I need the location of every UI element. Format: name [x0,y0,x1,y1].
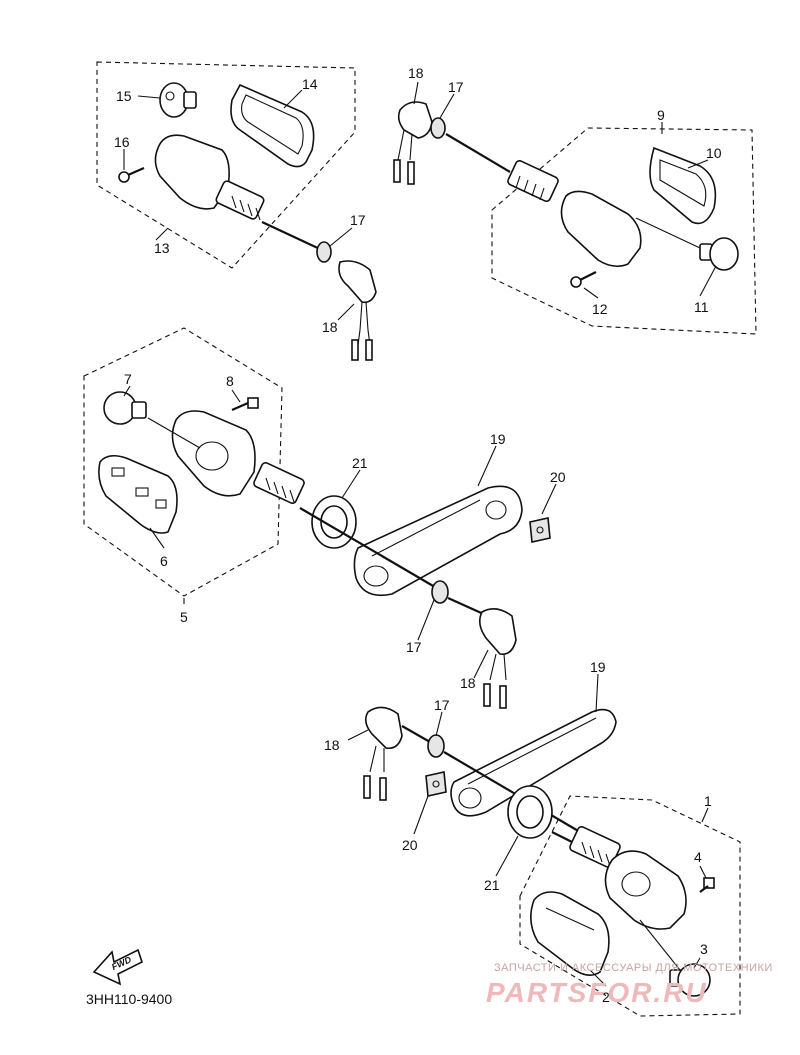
callout-6: 6 [160,553,168,569]
lens-2 [530,891,610,976]
callout-15: 15 [116,88,132,104]
callout-16: 16 [114,134,130,150]
connector-18-c [478,608,517,709]
callout-19b: 19 [590,659,606,675]
flasher-assembly-rear-right: 18 17 9 10 11 12 [393,65,757,335]
watermark-logo: PARTSFOR.RU [486,977,708,1008]
connector-18-b [393,101,433,185]
callout-14: 14 [302,76,318,92]
bulb-3 [669,963,711,997]
housing-5 [171,410,305,504]
callout-7: 7 [124,371,132,387]
bracket-19-a [353,485,523,597]
clip-20-a [529,517,551,543]
nut-17-b [430,117,446,139]
housing-13 [154,134,265,221]
callout-19a: 19 [490,431,506,447]
nut-17-d [427,734,445,758]
callout-18a: 18 [322,319,338,335]
callout-18d: 18 [324,737,340,753]
callout-13: 13 [154,240,170,256]
callout-17b: 17 [448,79,464,95]
connector-18-d [363,706,403,801]
callout-17c: 17 [406,639,422,655]
callout-21b: 21 [484,877,500,893]
lens-10 [649,146,717,225]
bulb-7 [103,391,147,425]
callout-21a: 21 [352,455,368,471]
watermark-tagline: ЗАПЧАСТИ И АКСЕССУАРЫ ДЛЯ МОТОТЕХНИКИ [494,962,773,974]
connector-18-a [338,260,377,361]
screw-4 [699,877,715,893]
callout-18b: 18 [408,65,424,81]
callout-5: 5 [180,609,188,625]
watermark: ЗАПЧАСТИ И АКСЕССУАРЫ ДЛЯ МОТОТЕХНИКИ PA… [486,962,773,1008]
housing-1 [604,850,687,930]
callout-12: 12 [592,301,608,317]
screw-8 [231,397,259,412]
callout-9: 9 [657,107,665,123]
callout-18c: 18 [460,675,476,691]
housing-9 [507,160,642,268]
callout-20a: 20 [550,469,566,485]
bulb-11 [699,237,739,271]
callout-11: 11 [694,299,709,315]
callout-20b: 20 [402,837,418,853]
flasher-assembly-front-left: 7 8 6 5 [83,327,305,625]
callout-17a: 17 [350,212,366,228]
nut-17-a [316,241,332,263]
fwd-arrow: FWD [92,948,143,986]
grommet-21-b [507,785,553,839]
callout-2: 2 [602,989,610,1005]
nut-17-c [431,580,449,604]
part-code: 3HH110-9400 [86,991,172,1007]
callout-10: 10 [706,145,722,161]
group-boundary-5 [83,327,283,597]
callout-17d: 17 [434,697,450,713]
group-boundary-9 [491,127,757,335]
screw-12 [570,271,597,288]
lens-6 [98,454,178,534]
flasher-assembly-front-right: 1 4 3 2 [519,793,741,1017]
callout-3: 3 [700,941,708,957]
clip-20-b [425,771,447,797]
callout-8: 8 [226,373,234,389]
lens-14 [230,83,315,168]
bulb-15 [159,82,197,118]
flasher-assembly-rear-left: 15 14 16 13 17 18 [96,61,377,361]
group-boundary-13 [96,61,356,269]
grommet-21-a [311,495,357,549]
callout-4: 4 [694,849,702,865]
screw-16 [118,166,145,183]
bracket-19-b [450,708,617,817]
front-bracket-assembly-upper: 21 19 20 17 18 [299,431,566,709]
front-bracket-assembly-lower: 18 17 19 20 21 [324,659,617,893]
callout-1: 1 [704,793,712,809]
